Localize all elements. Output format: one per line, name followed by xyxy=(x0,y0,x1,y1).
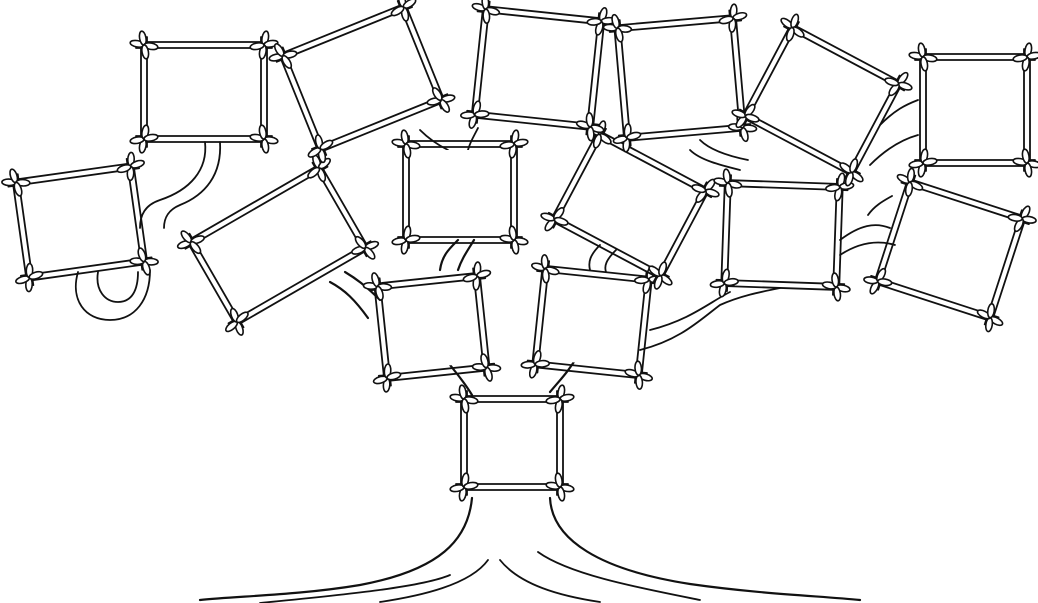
photo-slot[interactable] xyxy=(470,405,554,481)
photo-frame-4[interactable] xyxy=(389,127,531,257)
photo-slot[interactable] xyxy=(542,275,642,368)
photo-frame-13[interactable] xyxy=(599,0,761,156)
corner-leaf-icon xyxy=(505,127,531,153)
corner-leaf-icon xyxy=(505,231,531,257)
corner-leaf-icon xyxy=(255,130,281,156)
photo-slot[interactable] xyxy=(929,63,1021,157)
corner-leaf-icon xyxy=(447,478,473,504)
corner-leaf-icon xyxy=(127,28,153,54)
corner-leaf-icon xyxy=(447,382,473,408)
corner-leaf-icon xyxy=(389,127,415,153)
photo-slot[interactable] xyxy=(412,150,508,234)
photo-slot[interactable] xyxy=(624,25,736,132)
photo-frame-2[interactable] xyxy=(359,257,505,396)
corner-leaf-icon xyxy=(906,40,932,66)
photo-slot[interactable] xyxy=(23,173,138,271)
photo-frame-14[interactable] xyxy=(723,5,922,195)
photo-frame-8[interactable] xyxy=(168,145,388,345)
corner-leaf-icon xyxy=(551,478,577,504)
photo-slot[interactable] xyxy=(150,51,258,133)
photo-frame-1[interactable] xyxy=(447,382,577,504)
photo-frame-11[interactable] xyxy=(261,0,463,171)
photo-frame-3[interactable] xyxy=(517,250,668,394)
photo-slot[interactable] xyxy=(384,283,480,372)
photo-frame-15[interactable] xyxy=(906,40,1038,180)
photo-frame-7[interactable] xyxy=(856,161,1038,339)
photo-frame-12[interactable] xyxy=(456,0,620,145)
corner-leaf-icon xyxy=(389,231,415,257)
photo-frames xyxy=(0,0,1038,504)
photo-frame-6[interactable] xyxy=(707,166,857,305)
photo-frame-10[interactable] xyxy=(127,28,281,156)
photo-slot[interactable] xyxy=(481,16,594,120)
photo-slot[interactable] xyxy=(730,189,833,280)
